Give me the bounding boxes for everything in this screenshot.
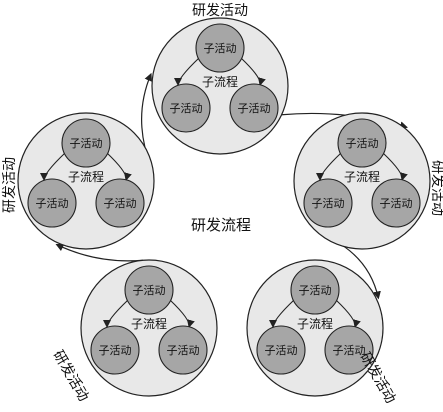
activity-cluster-5: 子活动子活动子活动子流程 (17, 112, 155, 250)
sub-activity-right-circle (158, 325, 208, 375)
flow-arrow-4 (141, 72, 153, 148)
sub-process-label: 子流程 (202, 74, 238, 89)
activity-label-2: 研发活动 (429, 160, 443, 216)
sub-activity-right-circle (229, 83, 279, 133)
activity-label-1: 研发活动 (192, 3, 248, 19)
sub-process-label: 子流程 (68, 169, 104, 184)
sub-activity-right-label: 子活动 (238, 102, 271, 115)
activity-cluster-3: 子活动子活动子活动子流程 (246, 259, 384, 397)
sub-activity-right-label: 子活动 (104, 197, 137, 210)
sub-activity-top-label: 子活动 (346, 137, 379, 150)
sub-activity-left-circle (90, 325, 140, 375)
activity-cluster-4: 子活动子活动子活动子流程 (80, 259, 218, 397)
sub-activity-right-circle (95, 178, 145, 228)
sub-activity-left-circle (161, 83, 211, 133)
flow-arrow-3 (55, 243, 144, 262)
sub-flow-arrow-right (240, 57, 266, 86)
sub-activity-top-circle (61, 118, 111, 168)
sub-activity-right-label: 子活动 (380, 197, 413, 210)
sub-activity-left-label: 子活动 (99, 344, 132, 357)
sub-activity-left-label: 子活动 (36, 197, 69, 210)
sub-activity-left-circle (27, 178, 77, 228)
sub-activity-top-circle (290, 265, 340, 315)
sub-flow-arrow-left (269, 299, 295, 328)
sub-activity-top-circle (337, 118, 387, 168)
sub-flow-arrow-right (382, 152, 408, 181)
sub-activity-top-circle (195, 23, 245, 73)
sub-activity-left-circle (256, 325, 306, 375)
sub-activity-top-label: 子活动 (133, 284, 166, 297)
activity-cluster-1: 子活动子活动子活动子流程 (151, 17, 289, 155)
sub-flow-arrow-right (335, 299, 361, 328)
sub-flow-arrow-left (103, 299, 129, 328)
sub-activity-top-label: 子活动 (299, 284, 332, 297)
sub-process-label: 子流程 (297, 316, 333, 331)
sub-activity-left-circle (303, 178, 353, 228)
activity-cluster-2: 子活动子活动子活动子流程 (293, 112, 431, 250)
sub-activity-right-label: 子活动 (333, 344, 366, 357)
activity-clusters: 子活动子活动子活动子流程子活动子活动子活动子流程子活动子活动子活动子流程子活动子… (17, 17, 431, 397)
sub-activity-right-circle (324, 325, 374, 375)
sub-activity-top-circle (124, 265, 174, 315)
sub-activity-right-label: 子活动 (167, 344, 200, 357)
sub-activity-left-label: 子活动 (312, 197, 345, 210)
sub-flow-arrow-right (169, 299, 195, 328)
sub-activity-right-circle (371, 178, 421, 228)
sub-flow-arrow-left (316, 152, 342, 181)
sub-activity-top-label: 子活动 (204, 42, 237, 55)
center-process-label: 研发流程 (191, 216, 251, 234)
sub-flow-arrow-left (40, 152, 66, 181)
sub-activity-left-label: 子活动 (170, 102, 203, 115)
sub-process-label: 子流程 (344, 169, 380, 184)
flow-arrow-2 (344, 246, 381, 300)
activity-label-3: 研发活动 (357, 350, 399, 406)
sub-activity-left-label: 子活动 (265, 344, 298, 357)
sub-process-label: 子流程 (131, 316, 167, 331)
activity-label-4: 研发活动 (50, 348, 92, 404)
sub-flow-arrow-right (106, 152, 132, 181)
activity-label-5: 研发活动 (2, 157, 18, 213)
sub-activity-top-label: 子活动 (70, 137, 103, 150)
sub-flow-arrow-left (174, 57, 200, 86)
